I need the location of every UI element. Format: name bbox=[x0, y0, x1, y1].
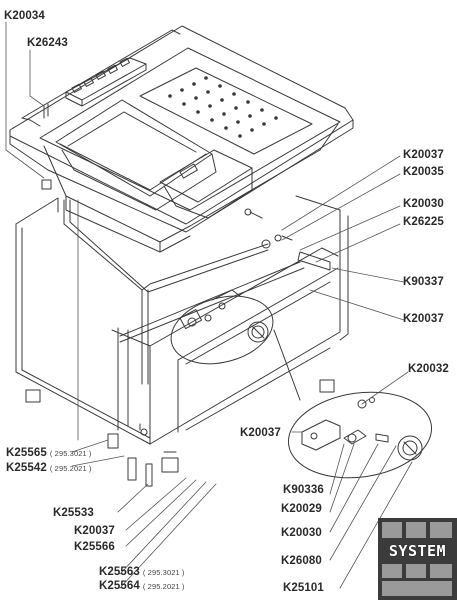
part-number: K25563 bbox=[99, 566, 140, 578]
label-k26080: K26080 bbox=[281, 555, 322, 567]
label-k25566: K25566 bbox=[74, 541, 115, 553]
label-k25564: K25564( 295.2021 ) bbox=[99, 580, 185, 593]
label-k20029: K20029 bbox=[281, 503, 322, 515]
label-k20037-c: K20037 bbox=[240, 427, 281, 439]
label-k25542: K25542( 295.2021 ) bbox=[6, 462, 92, 475]
part-number: K25564 bbox=[99, 580, 140, 592]
feet bbox=[25, 379, 335, 473]
label-k25565: K25565( 295.3021 ) bbox=[6, 447, 92, 460]
left-insert bbox=[55, 99, 217, 211]
label-k25533: K25533 bbox=[53, 507, 94, 519]
fittings bbox=[127, 428, 153, 487]
control-knob bbox=[247, 321, 269, 343]
label-k20037-a: K20037 bbox=[403, 149, 444, 161]
label-k25101: K25101 bbox=[283, 582, 324, 594]
zoom-detail bbox=[301, 397, 423, 461]
label-k20034: K20034 bbox=[4, 10, 45, 22]
label-k26243: K26243 bbox=[27, 37, 68, 49]
model-note: ( 295.2021 ) bbox=[142, 582, 185, 591]
drain-pipe bbox=[63, 199, 269, 385]
label-k90336: K90336 bbox=[283, 484, 324, 496]
part-number: K25542 bbox=[6, 462, 47, 474]
label-k20030-a: K20030 bbox=[403, 198, 444, 210]
label-k20037-d: K20037 bbox=[74, 525, 115, 537]
logo-tile bbox=[406, 564, 426, 578]
logo-text: SYSTEM bbox=[388, 542, 447, 560]
model-note: ( 295.2021 ) bbox=[49, 464, 92, 473]
control-strip bbox=[65, 57, 147, 107]
label-k90337: K90337 bbox=[403, 276, 444, 288]
logo-tile bbox=[382, 581, 452, 596]
label-k20032: K20032 bbox=[408, 363, 449, 375]
cabinet-base bbox=[15, 195, 433, 487]
perforated-plate bbox=[139, 67, 313, 155]
top-basin-assembly bbox=[9, 25, 354, 253]
logo-tile bbox=[382, 564, 402, 578]
model-note: ( 295.3021 ) bbox=[142, 568, 185, 577]
logo-tile bbox=[382, 522, 402, 538]
model-note: ( 295.3021 ) bbox=[49, 449, 92, 458]
label-k26225: K26225 bbox=[403, 216, 444, 228]
system-logo: SYSTEM bbox=[378, 518, 457, 600]
right-insert bbox=[159, 149, 253, 219]
part-number: K25565 bbox=[6, 447, 47, 459]
logo-tile bbox=[430, 564, 452, 578]
valve-block bbox=[179, 289, 241, 330]
label-k20035: K20035 bbox=[403, 166, 444, 178]
label-k25563: K25563( 295.3021 ) bbox=[99, 566, 185, 579]
label-k20030-b: K20030 bbox=[281, 527, 322, 539]
leader-lines bbox=[5, 21, 413, 589]
logo-tile bbox=[430, 522, 452, 538]
label-k20037-b: K20037 bbox=[403, 313, 444, 325]
logo-tile bbox=[406, 522, 426, 538]
